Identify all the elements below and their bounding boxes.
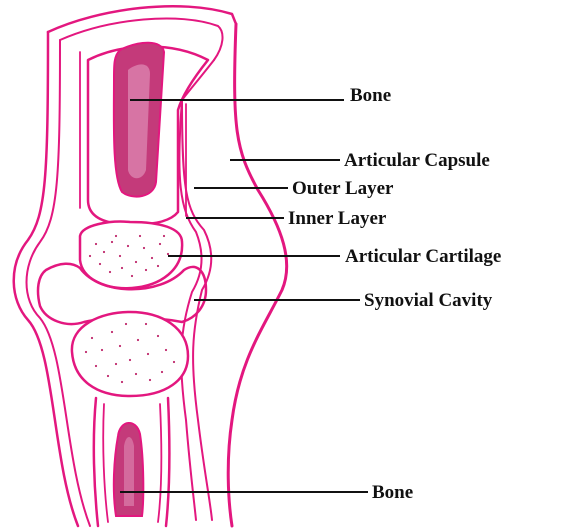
label-articular-capsule: Articular Capsule [344,150,490,171]
capsule-outer-left [14,32,78,526]
label-bone-bottom: Bone [372,482,413,503]
label-outer-layer: Outer Layer [292,178,394,199]
tibia-head [72,312,188,396]
label-synovial-cavity: Synovial Cavity [364,290,493,311]
label-bone-top: Bone [350,85,391,106]
label-inner-layer: Inner Layer [288,208,387,229]
femur-head [80,222,182,289]
lower-bone-marrow-highlight [124,437,134,506]
label-articular-cartilage: Articular Cartilage [345,246,501,267]
